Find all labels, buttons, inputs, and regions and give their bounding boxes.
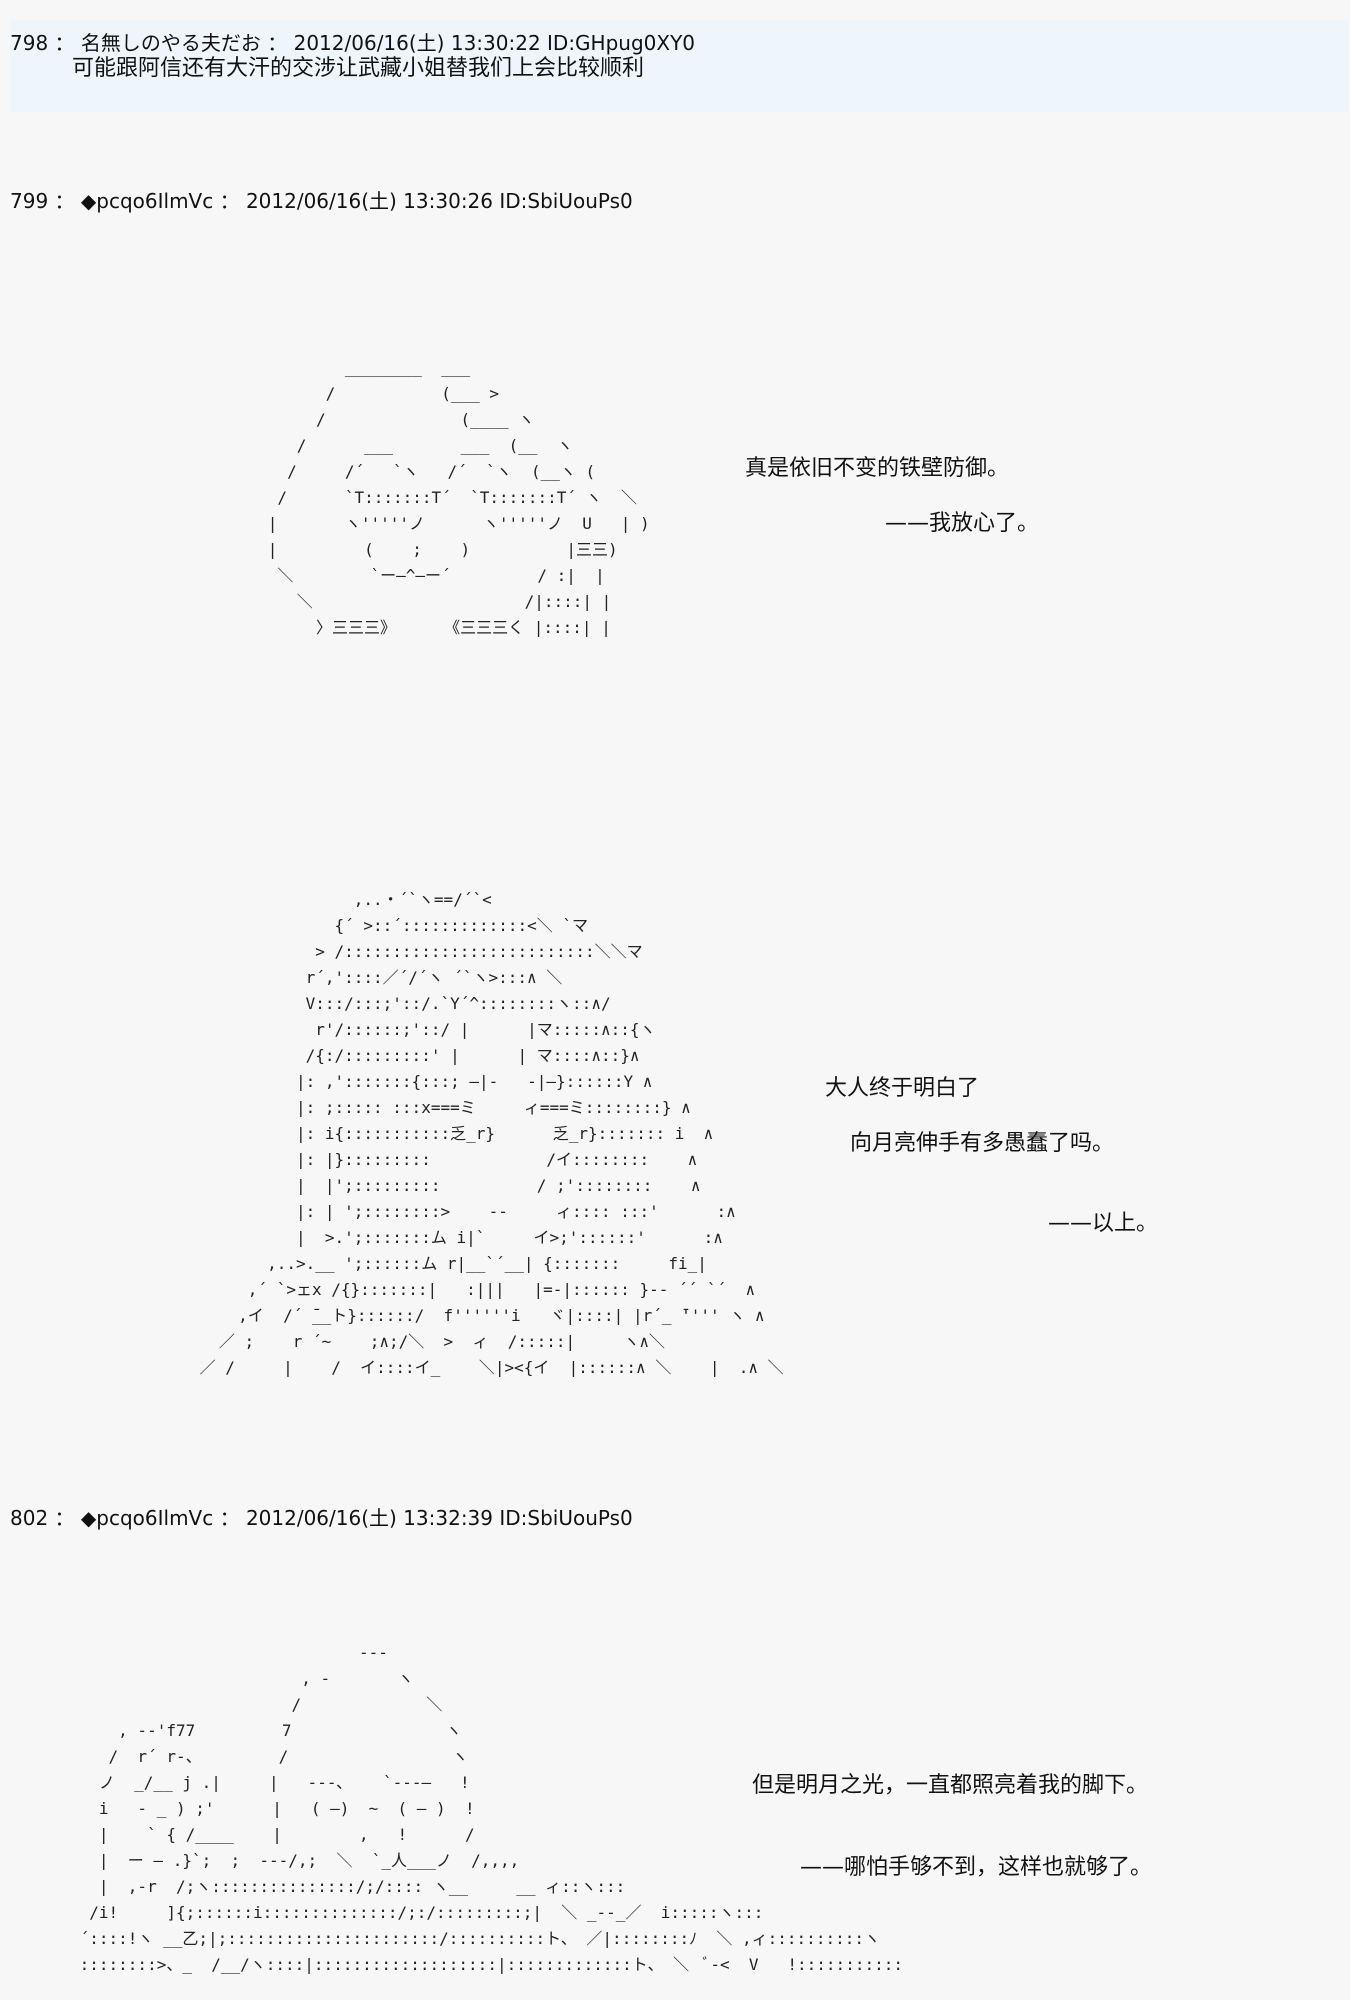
ascii-art-characters: --- , - ヽ / ＼ , --'f77 7 ヽ / r´ r-、 / ヽ … xyxy=(79,1643,903,1974)
post-798-block xyxy=(10,20,1348,112)
dialogue-line: 真是依旧不变的铁壁防御。 xyxy=(745,456,1010,481)
post-text-798: 可能跟阿信还有大汗的交涉让武藏小姐替我们上会比较顺利 xyxy=(72,56,645,81)
ascii-art-octagon: ________ ___ / (___ > / (____ ヽ / ___ __… xyxy=(267,358,650,637)
ascii-art-longhair: ,..・´`ヽ==/´`< {´ >::´:::::::::::::<＼ `マ … xyxy=(199,890,784,1377)
dialogue-line: 向月亮伸手有多愚蠢了吗。 xyxy=(850,1131,1115,1156)
post-header-802: 802 ： ◆pcqo6IlmVc ： 2012/06/16(土) 13:32:… xyxy=(10,1506,633,1530)
dialogue-line: 大人终于明白了 xyxy=(825,1076,980,1101)
dialogue-line: 但是明月之光，一直都照亮着我的脚下。 xyxy=(752,1773,1149,1798)
post-header-799: 799 ： ◆pcqo6IlmVc ： 2012/06/16(土) 13:30:… xyxy=(10,189,633,213)
dialogue-line: ——哪怕手够不到，这样也就够了。 xyxy=(800,1855,1153,1880)
dialogue-line: ——以上。 xyxy=(1048,1211,1159,1236)
post-header-798: 798 ： 名無しのやる夫だお ： 2012/06/16(土) 13:30:22… xyxy=(10,31,696,55)
dialogue-line: ——我放心了。 xyxy=(885,511,1040,536)
